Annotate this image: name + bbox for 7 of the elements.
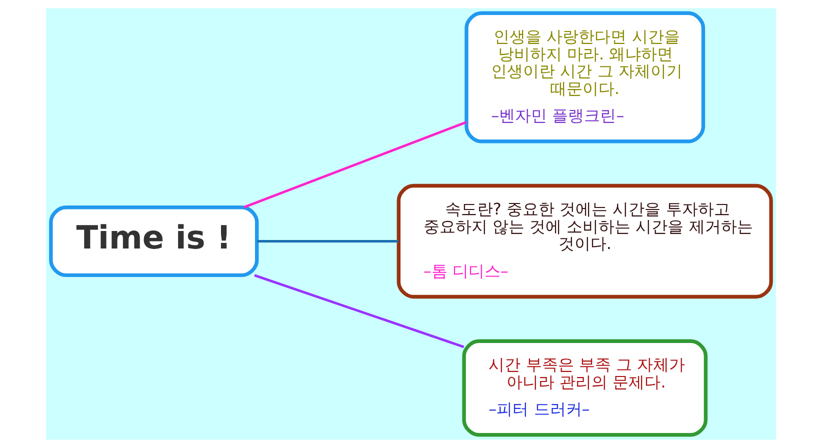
node-box: Time is ! xyxy=(48,206,258,278)
connector xyxy=(256,240,398,242)
connector xyxy=(254,274,464,348)
node-box: 속도란? 중요한 것에는 시간을 투자하고 중요하지 않는 것에 소비하는 시간을 제거하는 것이다. –톰 디디스– xyxy=(396,184,772,299)
node-box: 인생을 사랑한다면 시간을 낭비하지 마라. 왜냐하면 인생이란 시간 그 자체이기 때문이다. –벤자민 플랭크린– xyxy=(464,11,705,144)
connector xyxy=(242,120,466,208)
node-box: 시간 부족은 부족 그 자체가 아니라 관리의 문제다. –피터 드러커– xyxy=(462,339,708,437)
